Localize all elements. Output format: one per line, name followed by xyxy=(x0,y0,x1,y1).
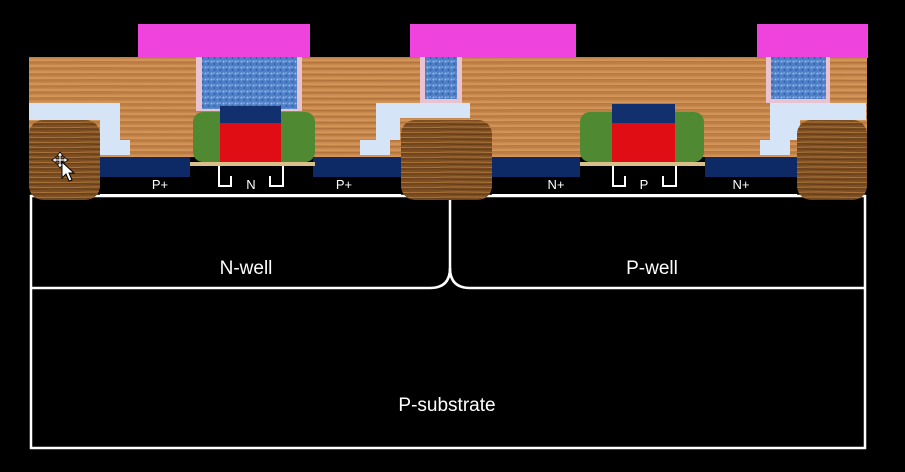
liner-mid xyxy=(360,103,470,155)
n-well-label: N-well xyxy=(220,258,273,279)
diffusion-outlines xyxy=(100,166,797,196)
liner-left xyxy=(29,103,130,155)
active-strip-3 xyxy=(490,157,580,177)
via-gate-pmos-fill xyxy=(202,57,297,109)
diffusion-label-n-plus-2: N+ xyxy=(733,177,750,192)
diffusion-label-n-plus-1: N+ xyxy=(548,177,565,192)
diffusion-label-p-plus-2: P+ xyxy=(336,177,352,192)
diffusion-label-n-channel: N xyxy=(246,177,255,192)
active-strip-4 xyxy=(705,157,797,177)
p-substrate-label: P-substrate xyxy=(398,395,495,416)
move-cursor-icon xyxy=(51,151,76,182)
gate-oxide-nmos xyxy=(580,162,705,166)
via-shared-fill xyxy=(425,57,457,99)
liner-right xyxy=(760,103,866,155)
diffusion-label-p-plus-1: P+ xyxy=(152,177,168,192)
metal-line-1 xyxy=(138,24,310,58)
gate-cap-pmos xyxy=(220,106,281,124)
p-well-label: P-well xyxy=(626,258,678,279)
trench-right xyxy=(797,120,867,200)
p-well-boundary xyxy=(448,267,865,290)
active-strip-2 xyxy=(313,157,403,177)
via-right-fill xyxy=(771,57,826,99)
trench-mid xyxy=(401,120,492,200)
gate-poly-pmos xyxy=(220,123,281,162)
gate-oxide-pmos xyxy=(190,162,315,166)
metal-line-3 xyxy=(757,24,868,58)
gate-cap-nmos xyxy=(612,104,675,124)
gate-poly-nmos xyxy=(612,123,675,162)
metal-line-2 xyxy=(410,24,576,58)
diffusion-label-p-channel: P xyxy=(640,177,649,192)
active-strip-1 xyxy=(100,157,190,177)
